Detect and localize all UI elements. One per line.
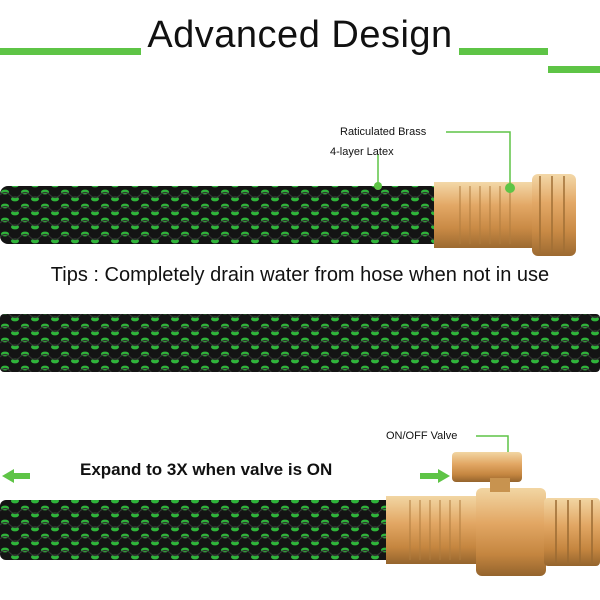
- brass-nut: [532, 174, 576, 256]
- bottom-hose: [0, 452, 600, 576]
- expand-text: Expand to 3X when valve is ON: [80, 460, 333, 479]
- middle-hose: [0, 314, 600, 372]
- brass-connector: [434, 182, 534, 248]
- valve-handle: [452, 452, 522, 482]
- valve-thread: [544, 498, 600, 566]
- title-underline-right: [548, 66, 600, 73]
- valve-connector: [386, 496, 486, 564]
- tips-text: Tips : Completely drain water from hose …: [50, 264, 550, 286]
- arrows: [2, 469, 450, 483]
- brass-label: Raticulated Brass: [340, 126, 427, 138]
- top-callouts: [374, 131, 515, 193]
- valve-label: ON/OFF Valve: [386, 430, 458, 442]
- page-title: Advanced Design: [0, 14, 600, 57]
- valve-body: [476, 488, 546, 576]
- arrow-left-icon: [2, 469, 30, 483]
- top-hose: [0, 174, 576, 256]
- latex-label: 4-layer Latex: [330, 146, 394, 158]
- arrow-right-icon: [420, 469, 450, 483]
- hose-braid: [0, 186, 440, 244]
